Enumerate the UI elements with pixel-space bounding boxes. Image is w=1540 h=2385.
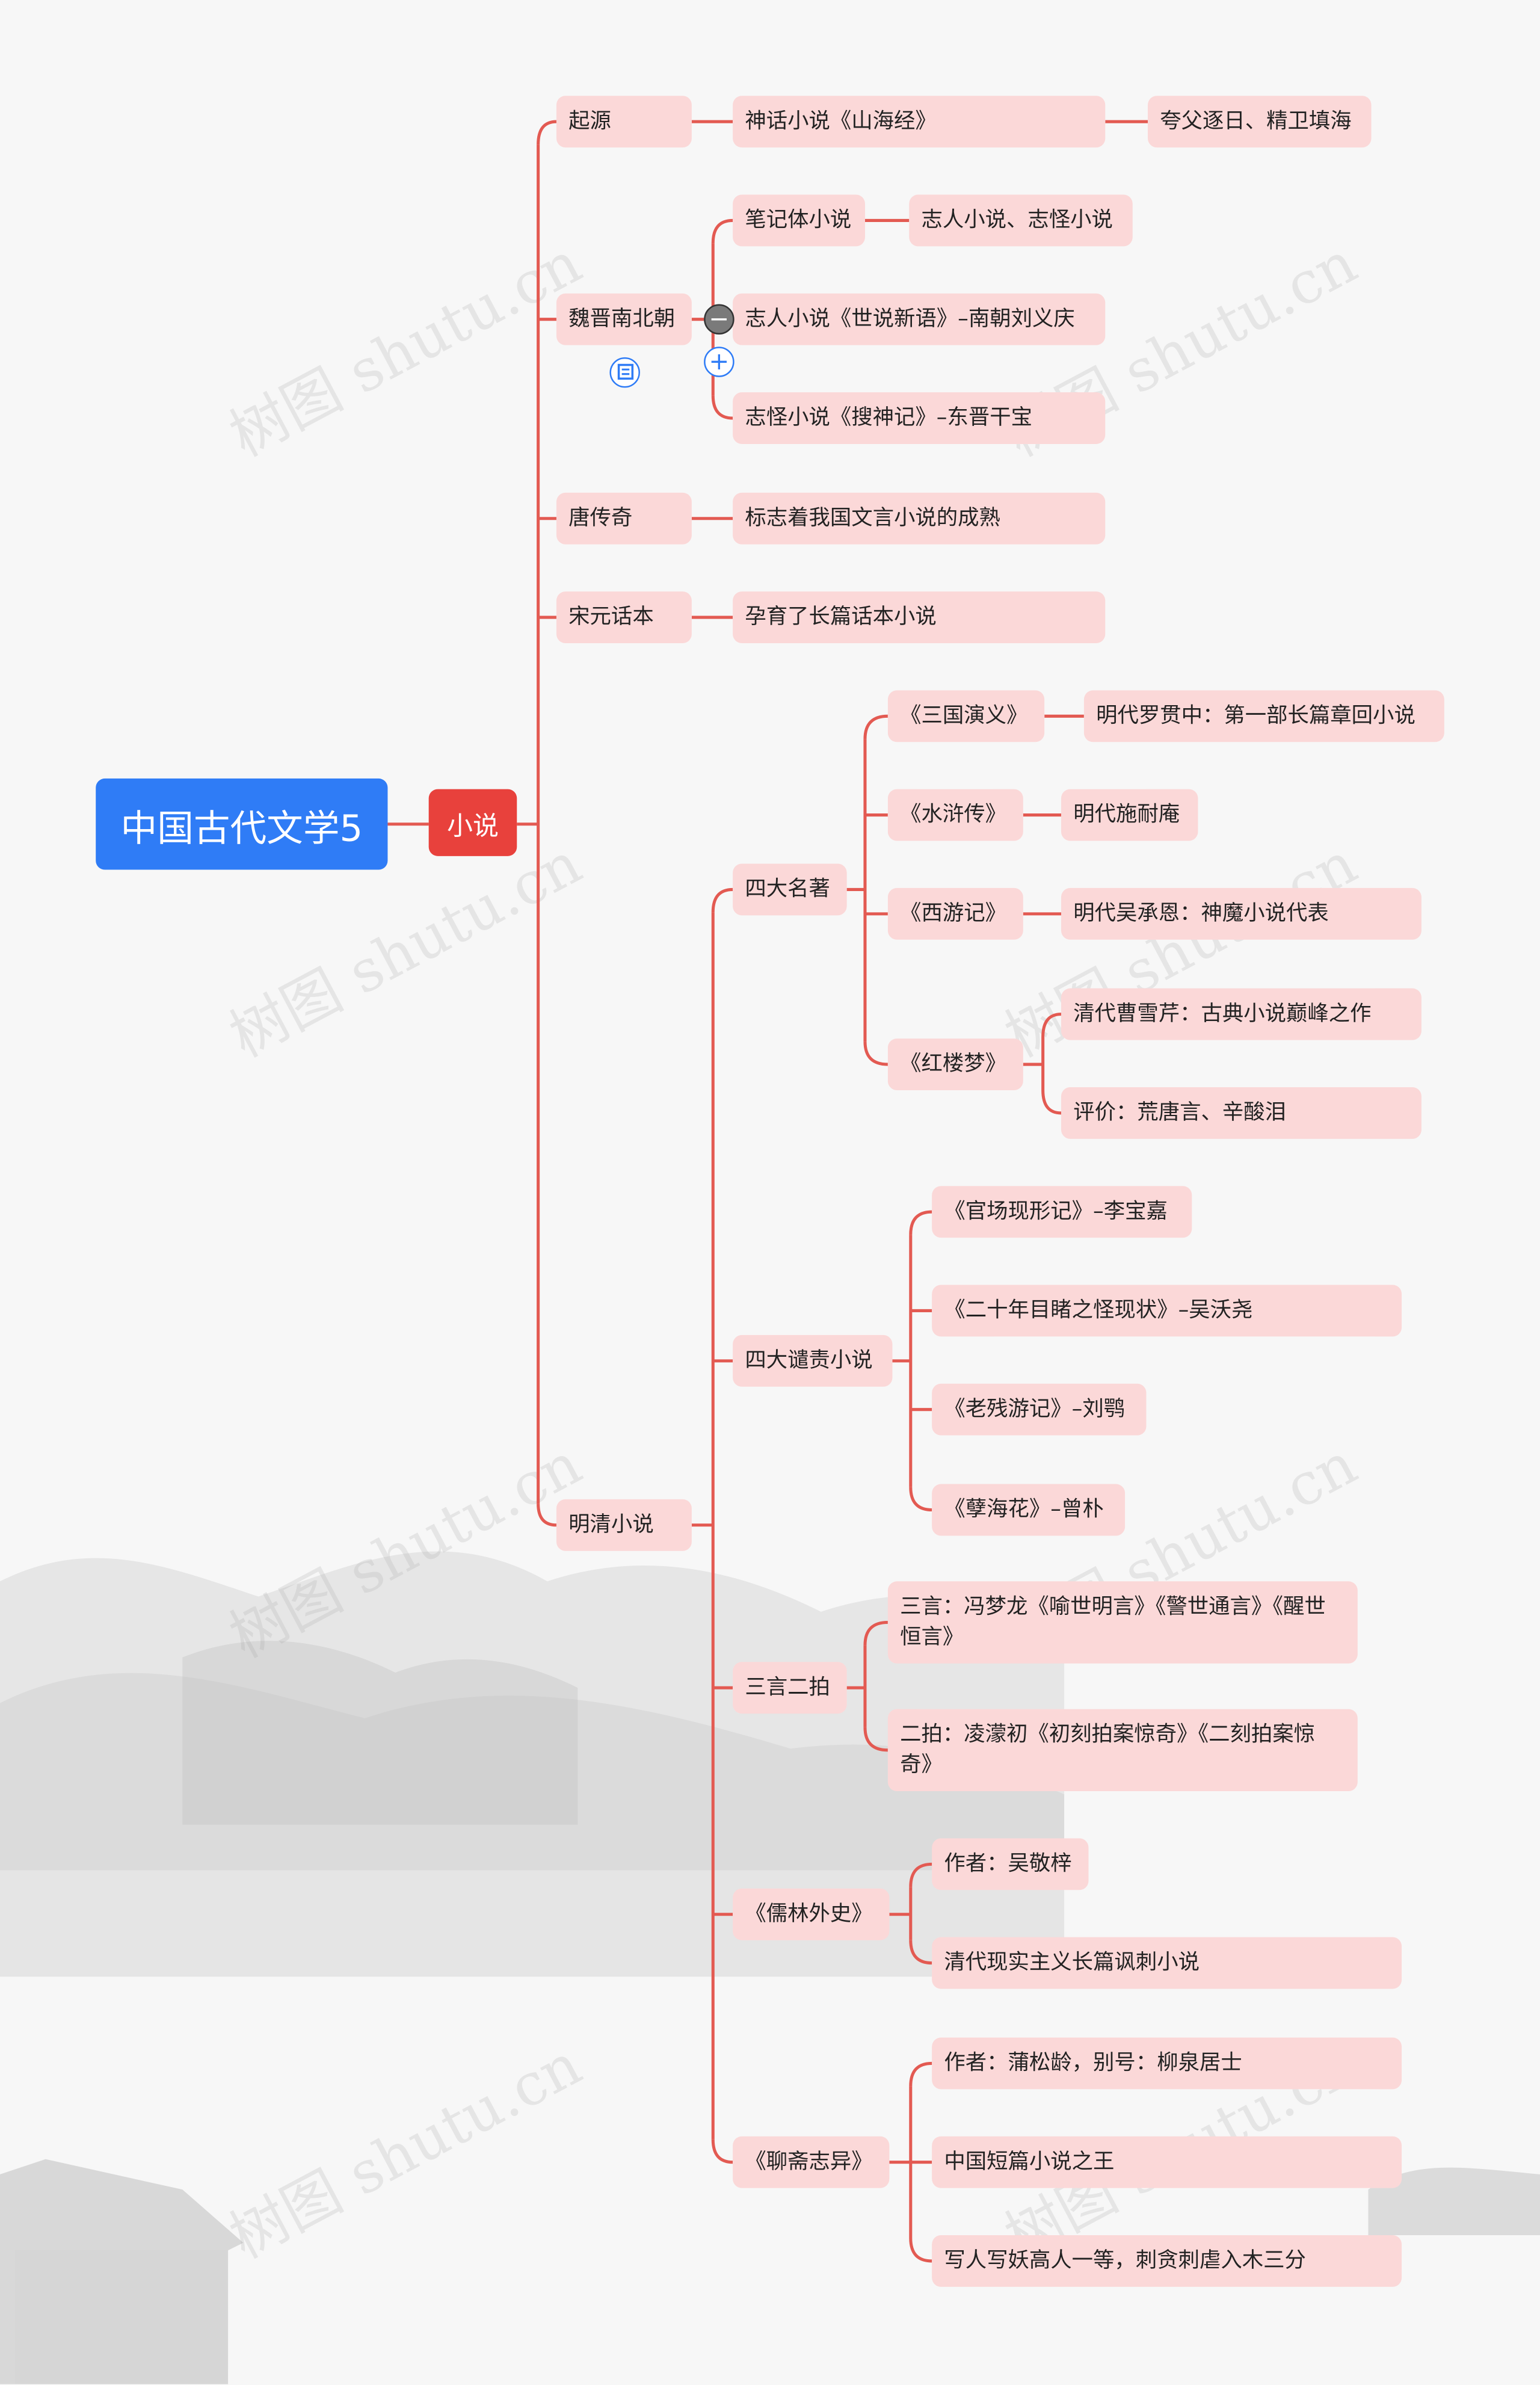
topic-liaozhai-title[interactable]: 中国短篇小说之王 bbox=[932, 2136, 1402, 2188]
topic-soushenji[interactable]: 志怪小说《搜神记》–东晋干宝 bbox=[733, 392, 1106, 444]
topic-tang-detail[interactable]: 标志着我国文言小说的成熟 bbox=[733, 492, 1106, 545]
topic-sanguo-detail[interactable]: 明代罗贯中：第一部长篇章回小说 bbox=[1083, 690, 1444, 742]
branch-topic-novel[interactable]: 小说 bbox=[428, 789, 517, 856]
topic-rulin-author[interactable]: 作者：吴敬梓 bbox=[932, 1838, 1089, 1890]
topic-sanyan[interactable]: 三言：冯梦龙《喻世明言》《警世通言》《醒世恒言》 bbox=[887, 1581, 1358, 1664]
expand-icon[interactable]: + bbox=[704, 347, 735, 377]
topic-tang[interactable]: 唐传奇 bbox=[556, 492, 692, 545]
topic-laocan[interactable]: 《老残游记》–刘鹗 bbox=[932, 1383, 1147, 1436]
topic-sanguo[interactable]: 《三国演义》 bbox=[887, 690, 1045, 742]
topic-songyuan-detail[interactable]: 孕育了长篇话本小说 bbox=[733, 591, 1106, 644]
topic-erpai[interactable]: 二拍：凌濛初《初刻拍案惊奇》《二刻拍案惊奇》 bbox=[887, 1709, 1358, 1792]
topic-four-classics[interactable]: 四大名著 bbox=[733, 863, 847, 916]
topic-weijin[interactable]: 魏晋南北朝 bbox=[556, 293, 692, 345]
topic-xiyou[interactable]: 《西游记》 bbox=[887, 887, 1023, 940]
topic-honglou[interactable]: 《红楼梦》 bbox=[887, 1038, 1023, 1091]
topic-liaozhai-author[interactable]: 作者：蒲松龄，别号：柳泉居士 bbox=[932, 2037, 1402, 2090]
topic-sanyan-erpai[interactable]: 三言二拍 bbox=[733, 1662, 847, 1714]
topic-ershinian[interactable]: 《二十年目睹之怪现状》–吴沃尧 bbox=[932, 1285, 1402, 1337]
topic-rulin[interactable]: 《儒林外史》 bbox=[733, 1888, 890, 1940]
root-topic[interactable]: 中国古代文学5 bbox=[96, 778, 388, 870]
topic-rulin-detail[interactable]: 清代现实主义长篇讽刺小说 bbox=[932, 1937, 1402, 1989]
topic-guanchang[interactable]: 《官场现形记》–李宝嘉 bbox=[932, 1186, 1192, 1238]
topic-liaozhai[interactable]: 《聊斋志异》 bbox=[733, 2136, 890, 2188]
topic-shanhaijing[interactable]: 神话小说《山海经》 bbox=[733, 96, 1106, 148]
topic-mingqing[interactable]: 明清小说 bbox=[556, 1499, 692, 1551]
topic-shuihu[interactable]: 《水浒传》 bbox=[887, 789, 1023, 841]
note-icon[interactable] bbox=[609, 357, 640, 388]
topic-liaozhai-comment[interactable]: 写人写妖高人一等，刺贪刺虐入木三分 bbox=[932, 2235, 1402, 2287]
topic-origin[interactable]: 起源 bbox=[556, 96, 692, 148]
topic-biji[interactable]: 笔记体小说 bbox=[733, 194, 865, 247]
topic-songyuan[interactable]: 宋元话本 bbox=[556, 591, 692, 644]
topic-shuihu-detail[interactable]: 明代施耐庵 bbox=[1061, 789, 1198, 841]
topic-biji-types[interactable]: 志人小说、志怪小说 bbox=[909, 194, 1133, 247]
collapse-icon[interactable]: − bbox=[704, 304, 735, 335]
topic-honglou-comment[interactable]: 评价：荒唐言、辛酸泪 bbox=[1061, 1087, 1421, 1139]
topic-myths[interactable]: 夸父逐日、精卫填海 bbox=[1148, 96, 1372, 148]
topic-satire-novels[interactable]: 四大谴责小说 bbox=[733, 1334, 893, 1387]
topic-xiyou-detail[interactable]: 明代吴承恩：神魔小说代表 bbox=[1061, 887, 1421, 940]
topic-honglou-author[interactable]: 清代曹雪芹：古典小说巅峰之作 bbox=[1061, 988, 1421, 1040]
topic-shishuoxinyu[interactable]: 志人小说《世说新语》–南朝刘义庆 bbox=[733, 293, 1106, 345]
topic-niehaihua[interactable]: 《孽海花》–曾朴 bbox=[932, 1484, 1126, 1536]
